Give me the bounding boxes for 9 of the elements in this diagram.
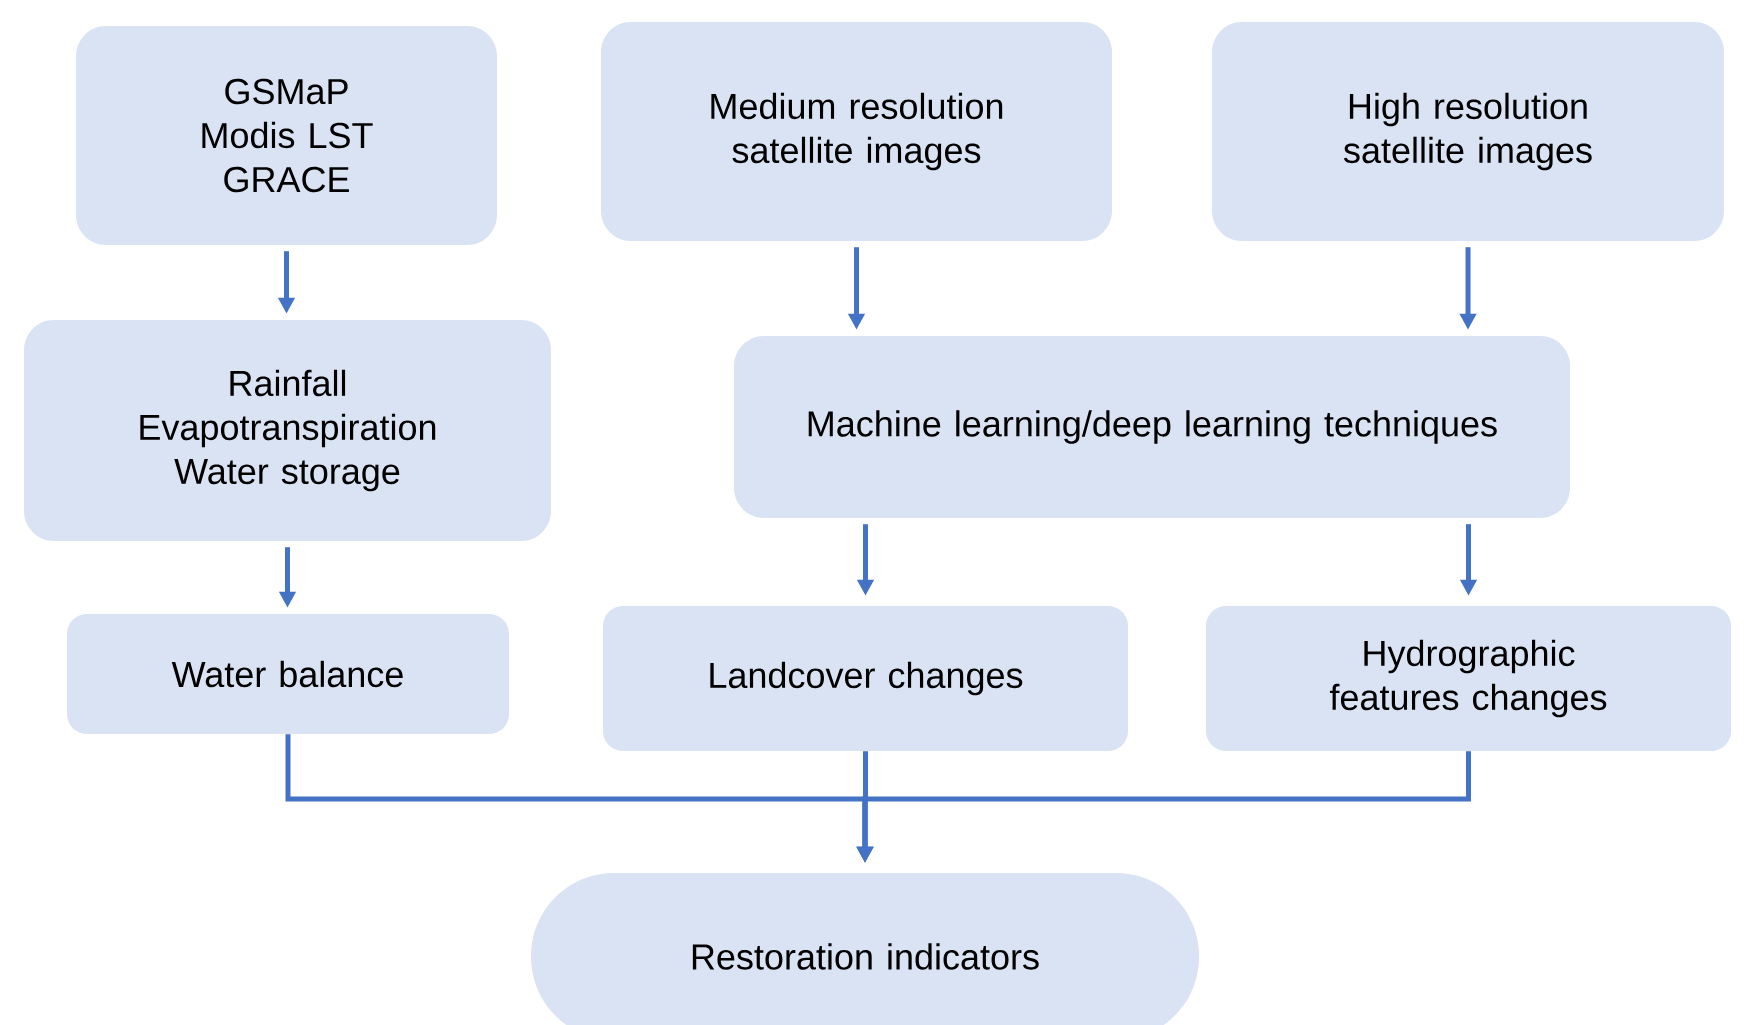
terminal-box: Restoration indicators: [531, 873, 1199, 1025]
process-box: High resolution satellite images: [1212, 22, 1725, 241]
process-box: Medium resolution satellite images: [601, 22, 1112, 241]
process-box: Rainfall Evapotranspiration Water storage: [24, 320, 551, 541]
process-box: Hydrographic features changes: [1206, 606, 1731, 751]
process-box: Landcover changes: [603, 606, 1128, 751]
process-box: GSMaP Modis LST GRACE: [76, 26, 497, 245]
process-box: Machine learning/deep learning techniques: [734, 336, 1570, 518]
process-box: Water balance: [67, 614, 509, 734]
